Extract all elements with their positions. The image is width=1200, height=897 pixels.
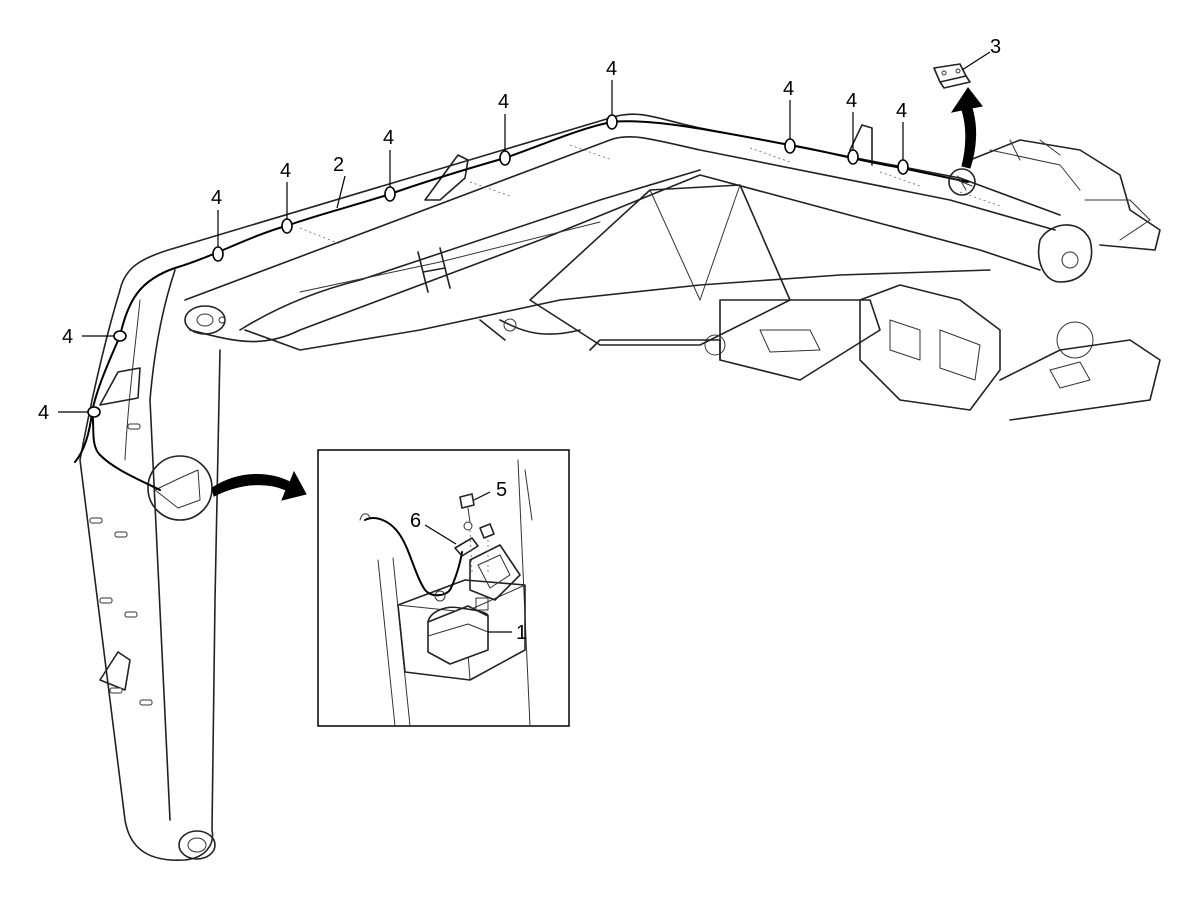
callout-4: 4	[783, 78, 794, 100]
callout-4: 4	[280, 160, 291, 182]
sensor-wire	[364, 517, 463, 597]
callout-4: 4	[383, 127, 394, 149]
inset-detail: 5 6 1	[317, 449, 570, 727]
clamps	[87, 114, 909, 418]
callout-6: 6	[410, 510, 421, 532]
clamp-ring	[113, 330, 127, 342]
wire-to-sensor	[91, 411, 161, 491]
connector-ring	[948, 168, 976, 196]
arm-structure	[79, 269, 221, 861]
callout-4: 4	[846, 90, 857, 112]
bolt	[459, 493, 495, 539]
callout-4: 4	[38, 402, 49, 424]
clamp-ring	[897, 159, 909, 175]
callout-4: 4	[498, 91, 509, 113]
clamp-ring	[606, 114, 618, 130]
callout-4: 4	[62, 326, 73, 348]
arrow-to-inset	[211, 470, 307, 501]
callout-4: 4	[211, 187, 222, 209]
clamp-ring	[384, 186, 396, 202]
callout-5: 5	[496, 479, 507, 501]
callout-1: 1	[516, 622, 527, 644]
callout-3: 3	[990, 36, 1001, 58]
clamp-ring	[784, 138, 796, 154]
sensor-body	[427, 597, 489, 665]
callout-4: 4	[606, 58, 617, 80]
callout-4: 4	[896, 100, 907, 122]
upper-structure	[479, 139, 1161, 421]
callout-2: 2	[333, 154, 344, 176]
clamp-ring	[281, 218, 293, 234]
boom-structure	[119, 113, 1061, 351]
callout-labels: 4 4 4 4 2 4 4 4 4 4 4 3	[38, 36, 1001, 424]
bracket-part	[933, 63, 971, 89]
wire-terminal	[454, 537, 479, 557]
clamp-ring	[212, 246, 224, 262]
clamp-ring	[847, 149, 859, 165]
arrow-to-bracket	[950, 87, 983, 169]
clamp-ring	[499, 150, 511, 166]
clamp-ring	[87, 406, 101, 418]
